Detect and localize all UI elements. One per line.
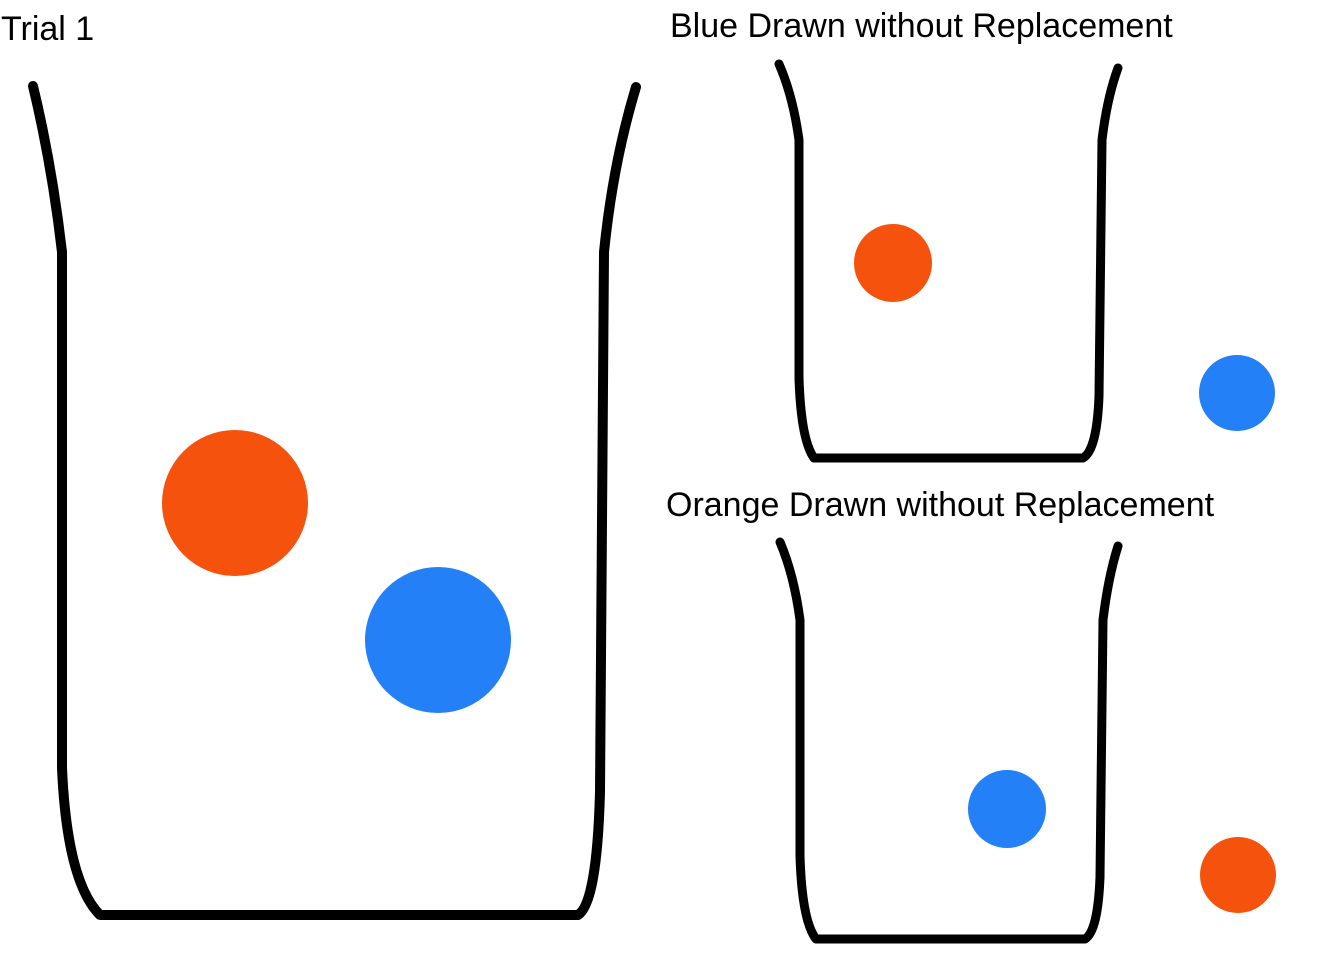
trial-orange-ball	[162, 430, 308, 576]
trial-beaker-outline	[28, 81, 641, 920]
blue-drawn-title: Blue Drawn without Replacement	[670, 7, 1173, 45]
blue-drawn-beaker-outline	[774, 59, 1123, 463]
trial-title: Trial 1	[1, 10, 95, 48]
blue-drawn-remaining-orange-ball	[854, 224, 932, 302]
blue-drawn-removed-blue-ball	[1199, 355, 1275, 431]
orange-drawn-remaining-blue-ball	[968, 770, 1046, 848]
orange-drawn-title: Orange Drawn without Replacement	[666, 486, 1215, 524]
orange-drawn-removed-orange-ball	[1200, 837, 1276, 913]
trial-blue-ball	[365, 567, 511, 713]
orange-drawn-beaker-outline	[775, 537, 1123, 944]
